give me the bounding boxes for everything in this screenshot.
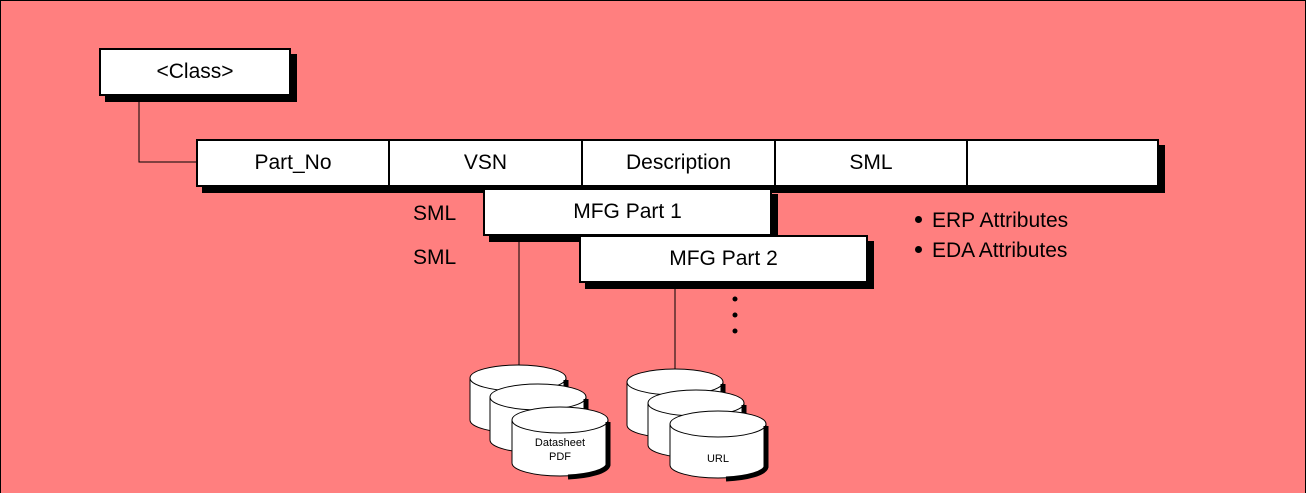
url-label: URL xyxy=(707,453,729,465)
mfg-part-2-label: MFG Part 2 xyxy=(669,247,778,270)
attributes-list: ERP Attributes EDA Attributes xyxy=(915,206,1068,266)
sml-label-2: SML xyxy=(413,246,457,269)
ellipsis-dot xyxy=(732,296,738,302)
class-box-label: <Class> xyxy=(156,60,234,83)
bullet-icon xyxy=(915,245,922,253)
datasheet-database-stack: Datasheet PDF xyxy=(469,364,611,480)
class-box: <Class> xyxy=(99,48,291,96)
datasheet-label-line2: PDF xyxy=(549,451,571,463)
mfg-part-1-box: MFG Part 1 xyxy=(483,188,772,236)
attribute-label: EDA Attributes xyxy=(932,239,1068,262)
field-cell-vsn: VSN xyxy=(388,141,581,185)
mfg-part-1-label: MFG Part 1 xyxy=(573,200,682,223)
attribute-label: ERP Attributes xyxy=(932,209,1069,232)
attribute-item: ERP Attributes xyxy=(915,206,1068,236)
sml-label-1: SML xyxy=(413,202,457,225)
datasheet-label-line1: Datasheet xyxy=(535,437,585,449)
class-connector-line xyxy=(138,94,197,163)
field-cell-part-no: Part_No xyxy=(254,151,332,174)
database-cylinder xyxy=(669,410,769,482)
field-cell-description: Description xyxy=(581,141,774,185)
database-cylinder xyxy=(511,406,611,480)
ellipsis-dot xyxy=(732,312,738,318)
attribute-item: EDA Attributes xyxy=(915,236,1068,266)
mfg-part-2-box: MFG Part 2 xyxy=(579,235,868,283)
field-cell-sml: SML xyxy=(774,141,966,185)
fields-row: Part_No VSN Description SML xyxy=(196,139,1159,187)
ellipsis-dot xyxy=(732,328,738,334)
url-database-stack: URL xyxy=(626,368,769,482)
field-cell-empty xyxy=(966,141,1157,185)
bullet-icon xyxy=(915,215,922,223)
